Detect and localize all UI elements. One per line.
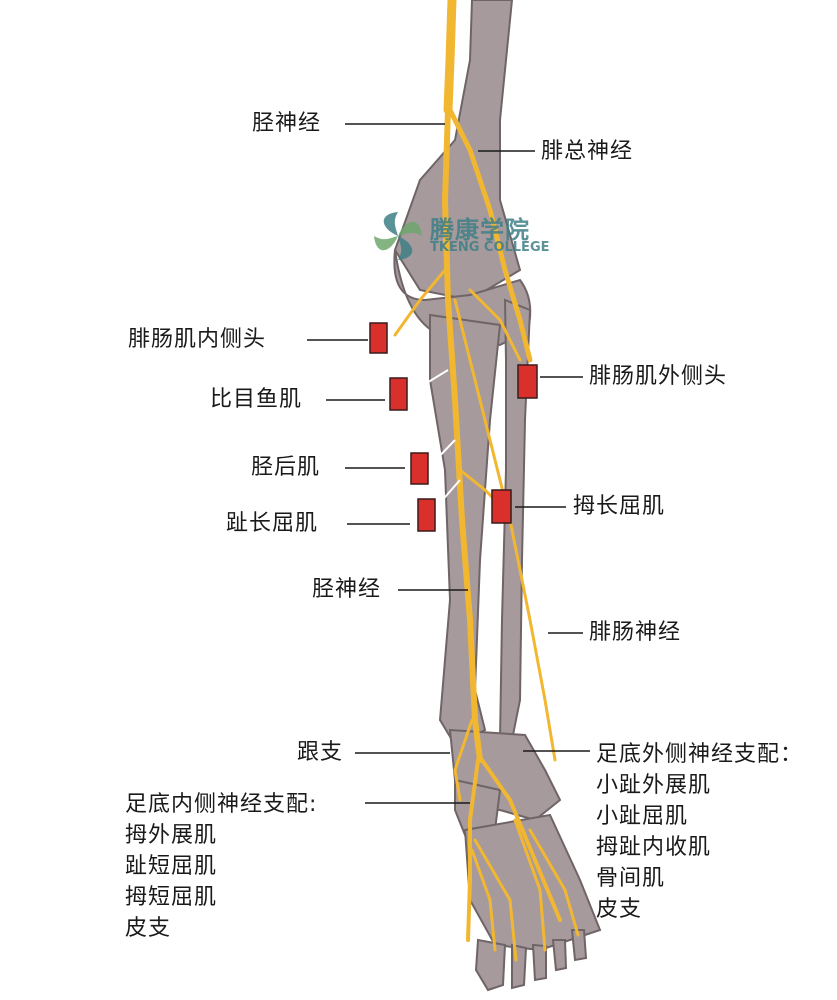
medial-plantar-title: 足底内侧神经支配: <box>125 792 318 817</box>
medial-digital-2 <box>473 838 518 962</box>
motor-branches <box>411 369 461 513</box>
muscle-markers <box>369 322 538 532</box>
toe-1 <box>474 938 507 992</box>
label-tibial-nerve-top: 胫神经 <box>252 111 322 136</box>
lateral-plantar-title: 足底外侧神经支配： <box>596 742 804 767</box>
metatarsals <box>463 813 602 952</box>
lateral-plantar-item: 小趾外展肌 <box>596 773 712 798</box>
lateral-plantar-nerve <box>480 758 562 922</box>
toe-3 <box>531 943 547 982</box>
watermark-name-en: TKENG COLLEGE <box>430 240 550 255</box>
marker-gastroc-medial <box>369 322 388 354</box>
label-sural-nerve: 腓肠神经 <box>589 620 682 645</box>
lateral-digital-1 <box>513 818 547 952</box>
lateral-plantar-item: 骨间肌 <box>596 866 666 891</box>
label-tibial-nerve-mid: 胫神经 <box>312 577 382 602</box>
label-calcaneal-branch: 跟支 <box>297 740 344 765</box>
sural-nerve <box>453 298 557 762</box>
lateral-digital-2 <box>528 828 580 937</box>
label-tibialis-posterior: 胫后肌 <box>251 455 321 480</box>
branch-gastroc-medial <box>393 268 447 337</box>
toe-5 <box>570 929 588 962</box>
marker-gastroc-lateral <box>517 364 538 399</box>
leader-lines <box>307 123 590 804</box>
lateral-plantar-item: 皮支 <box>596 897 643 922</box>
medial-plantar-nerve <box>466 758 480 942</box>
calcaneal-branch <box>453 718 474 802</box>
lateral-plantar-item: 拇趾内收肌 <box>596 835 712 860</box>
medial-plantar-item: 皮支 <box>125 916 172 941</box>
tibial-nerve <box>441 107 483 763</box>
marker-flexor-hallucis <box>491 489 512 524</box>
label-flexor-hallucis-longus: 拇长屈肌 <box>573 494 666 519</box>
branch-flexor-digitorum <box>431 479 461 513</box>
knee-condyle <box>393 249 532 347</box>
medial-plantar-block: 足底内侧神经支配: 拇外展肌 趾短屈肌 拇短屈肌 皮支 <box>125 789 317 944</box>
label-flexor-digitorum-longus: 趾长屈肌 <box>226 511 319 536</box>
sciatic-nerve <box>443 0 457 115</box>
medial-plantar-item: 趾短屈肌 <box>125 854 218 879</box>
lateral-plantar-item: 小趾屈肌 <box>596 804 689 829</box>
label-gastroc-lateral-head: 腓肠肌外侧头 <box>589 364 728 389</box>
branch-tibialis-posterior <box>427 439 456 469</box>
marker-flexor-digitorum <box>417 498 436 532</box>
marker-soleus <box>389 377 408 411</box>
medial-plantar-item: 拇外展肌 <box>125 823 218 848</box>
toe-4 <box>551 939 568 972</box>
nerves <box>393 0 580 962</box>
branch-soleus <box>411 369 449 393</box>
label-gastroc-medial-head: 腓肠肌内侧头 <box>128 327 267 352</box>
marker-tibialis-posterior <box>410 452 429 485</box>
common-peroneal-nerve <box>447 107 533 363</box>
label-common-peroneal-nerve: 腓总神经 <box>541 139 634 164</box>
lateral-plantar-block: 足底外侧神经支配： 小趾外展肌 小趾屈肌 拇趾内收肌 骨间肌 皮支 <box>596 739 803 925</box>
watermark-name-cn: 腾康学院 <box>430 216 530 244</box>
label-soleus: 比目鱼肌 <box>210 387 303 412</box>
logo-icon <box>374 212 422 260</box>
watermark-logo: 腾康学院 TKENG COLLEGE <box>370 208 560 268</box>
medial-plantar-item: 拇短屈肌 <box>125 885 218 910</box>
medial-digital-1 <box>470 848 497 952</box>
branch-gastroc-lateral <box>468 288 522 362</box>
